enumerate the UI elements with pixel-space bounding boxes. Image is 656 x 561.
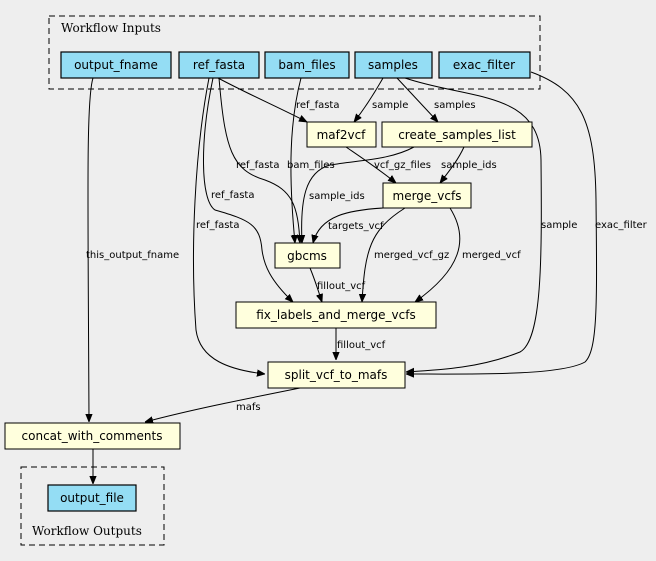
edge-label-ref-fasta-gbcms: ref_fasta [236, 160, 279, 171]
edge-label-vcf-gz-files: vcf_gz_files [374, 160, 431, 171]
edge-label-sample-split: sample [541, 220, 577, 231]
step-fix-labels-and-merge-vcfs[interactable]: fix_labels_and_merge_vcfs [235, 301, 437, 329]
edge-label-merged-vcf-gz: merged_vcf_gz [374, 250, 449, 261]
edge-samples-split: sample [404, 77, 577, 372]
input-ref-fasta[interactable]: ref_fasta [178, 51, 260, 79]
input-output-fname[interactable]: output_fname [60, 51, 172, 79]
workflow-inputs-title: Workflow Inputs [61, 21, 161, 35]
edge-label-mafs: mafs [236, 402, 261, 413]
edge-label-ref-fasta-fix: ref_fasta [211, 190, 254, 201]
edge-label-ref-fasta-maf2vcf: ref_fasta [296, 100, 339, 111]
edge-label-fillout-vcf-gbcms: fillout_vcf [317, 281, 366, 292]
step-create-samples-list[interactable]: create_samples_list [381, 121, 533, 148]
output-output-file-label: output_file [60, 491, 124, 505]
step-maf2vcf-label: maf2vcf [317, 128, 367, 142]
edge-maf2vcf-merge: vcf_gz_files [345, 146, 431, 183]
input-samples-label: samples [368, 58, 418, 72]
input-ref-fasta-label: ref_fasta [193, 58, 245, 72]
edge-label-targets-vcf: targets_vcf [328, 221, 384, 232]
step-split-vcf-to-mafs[interactable]: split_vcf_to_mafs [267, 361, 406, 389]
edge-merge-fix-gz: merged_vcf_gz [362, 207, 449, 302]
step-merge-vcfs[interactable]: merge_vcfs [382, 182, 472, 209]
edge-samples-maf2vcf: sample [354, 77, 408, 122]
edge-create-gbcms: sample_ids [302, 146, 415, 243]
edge-fix-split: fillout_vcf [336, 328, 386, 360]
step-concat-with-comments-label: concat_with_comments [22, 429, 163, 443]
input-samples[interactable]: samples [354, 51, 433, 79]
edge-split-concat: mafs [145, 387, 301, 422]
edge-label-sample-ids-merge: sample_ids [441, 160, 497, 171]
workflow-outputs-title: Workflow Outputs [32, 524, 142, 538]
step-maf2vcf[interactable]: maf2vcf [306, 121, 377, 148]
edge-label-samples-create: samples [434, 100, 476, 111]
edge-bam-files-gbcms: bam_files [287, 77, 335, 243]
step-fix-labels-and-merge-vcfs-label: fix_labels_and_merge_vcfs [256, 308, 415, 322]
edge-ref-fasta-split: ref_fasta [193, 77, 265, 374]
step-gbcms-label: gbcms [287, 249, 327, 263]
step-gbcms[interactable]: gbcms [274, 242, 341, 269]
edge-label-this-output-fname: this_output_fname [86, 250, 179, 261]
edge-samples-create: samples [396, 77, 476, 122]
edge-merge-fix-vcf: merged_vcf [415, 207, 521, 302]
edge-label-fillout-vcf-fix: fillout_vcf [337, 340, 386, 351]
input-bam-files-label: bam_files [278, 58, 335, 72]
input-bam-files[interactable]: bam_files [264, 51, 350, 79]
edge-create-merge: sample_ids [440, 146, 497, 183]
step-merge-vcfs-label: merge_vcfs [393, 189, 462, 203]
step-split-vcf-to-mafs-label: split_vcf_to_mafs [285, 368, 388, 382]
edge-label-bam-files-gbcms: bam_files [287, 160, 335, 171]
edge-label-sample-ids-gbcms: sample_ids [309, 191, 365, 202]
edge-output-fname-concat: this_output_fname [86, 77, 179, 422]
workflow-inputs-cluster: Workflow Inputs [48, 15, 541, 90]
edge-label-exac-filter: exac_filter [595, 220, 648, 231]
output-output-file[interactable]: output_file [47, 484, 137, 512]
edge-gbcms-fix: fillout_vcf [309, 267, 366, 302]
edge-label-ref-fasta-split: ref_fasta [196, 220, 239, 231]
edge-label-sample-maf2vcf: sample [372, 100, 408, 111]
input-output-fname-label: output_fname [74, 58, 158, 72]
edge-ref-fasta-maf2vcf: ref_fasta [217, 77, 339, 122]
input-exac-filter[interactable]: exac_filter [438, 51, 531, 79]
step-concat-with-comments[interactable]: concat_with_comments [4, 422, 181, 450]
edge-exac-filter-split: exac_filter [406, 71, 648, 374]
edge-label-merged-vcf: merged_vcf [462, 250, 521, 261]
step-create-samples-list-label: create_samples_list [398, 128, 516, 142]
edge-merge-gbcms: targets_vcf [313, 207, 384, 243]
input-exac-filter-label: exac_filter [453, 58, 515, 72]
edge-ref-fasta-fix: ref_fasta [203, 77, 293, 302]
edge-ref-fasta-gbcms: ref_fasta [218, 77, 300, 243]
